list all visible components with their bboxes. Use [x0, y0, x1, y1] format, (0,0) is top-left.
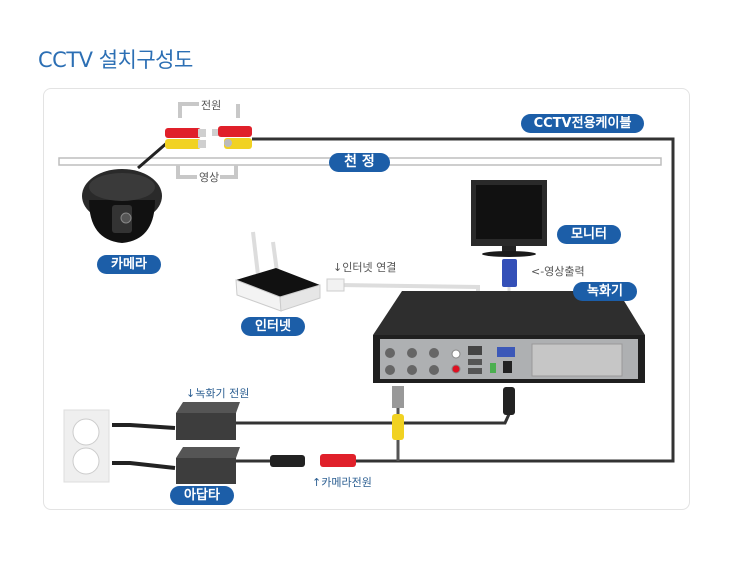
- power-adapters: [112, 402, 240, 484]
- dvr-recorder: [373, 291, 645, 383]
- dome-camera: [82, 169, 162, 243]
- dc-plug-recorder: [503, 387, 515, 415]
- label-adapter: 아답타: [170, 486, 234, 505]
- note-power: 전원: [201, 99, 222, 112]
- rca-yellow-bottom: [392, 414, 404, 440]
- rca-red-bottom: [320, 454, 356, 467]
- note-video: 영상: [199, 171, 220, 184]
- page-title: CCTV 설치구성도: [38, 48, 193, 72]
- power-video-brackets: [176, 102, 240, 179]
- rj45-plug-left: [326, 278, 345, 292]
- label-ceiling: 천 정: [329, 153, 390, 172]
- bnc-connector: [392, 386, 404, 408]
- label-recorder: 녹화기: [573, 282, 637, 301]
- cctv-cable: [252, 137, 675, 463]
- label-camera: 카메라: [97, 255, 161, 274]
- label-cctv-cable: CCTV전용케이블: [521, 114, 644, 133]
- note-recorder-power: ↓녹화기 전원: [186, 387, 250, 400]
- rca-connectors-top: [165, 126, 252, 149]
- vga-plug-top: [502, 259, 517, 287]
- note-video-output: <-영상출력: [531, 265, 585, 278]
- note-internet-connection: ↓인터넷 연결: [333, 261, 397, 274]
- label-internet: 인터넷: [241, 317, 305, 336]
- camera-cable: [137, 140, 169, 170]
- dc-plug-camera: [270, 455, 305, 467]
- router: [235, 231, 321, 312]
- wall-outlet: [63, 409, 110, 483]
- recorder-power-cable: [236, 411, 512, 425]
- label-monitor: 모니터: [557, 225, 621, 244]
- monitor: [471, 180, 547, 257]
- note-camera-power: ↑카메라전원: [312, 476, 372, 489]
